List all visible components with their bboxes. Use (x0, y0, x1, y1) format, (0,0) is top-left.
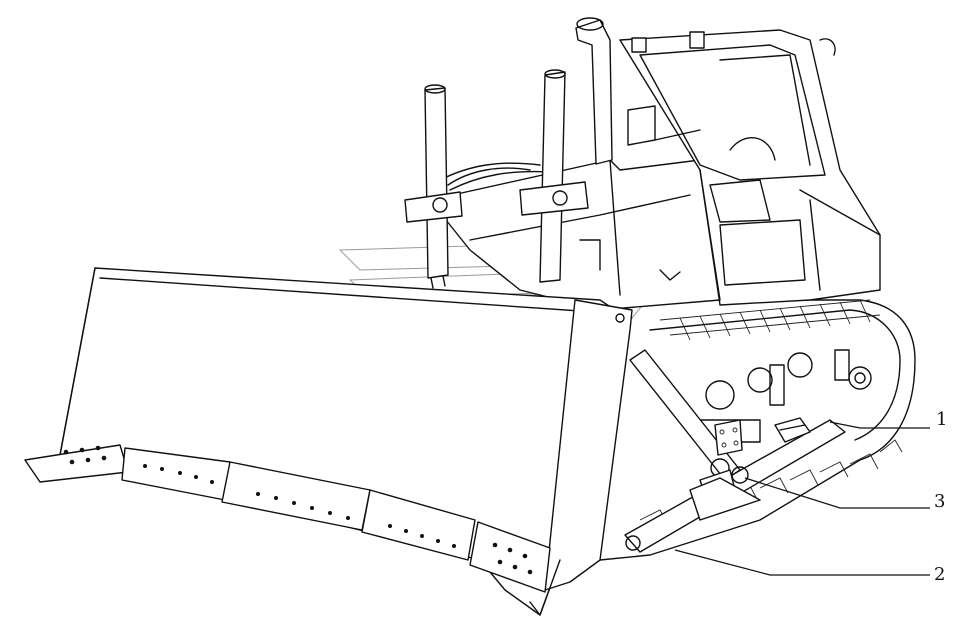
push-arm-assembly (624, 349, 846, 553)
exhaust-stack (575, 17, 613, 165)
callout-label-1: 1 (936, 409, 947, 430)
cutting-edge (24, 444, 551, 593)
leader-line-2 (674, 549, 930, 576)
leader-line-3 (744, 477, 930, 509)
callout-label-2: 2 (934, 564, 945, 585)
engine-hood (429, 159, 721, 311)
crawler-track (599, 299, 916, 561)
operator-cab (619, 29, 881, 306)
callout-label-3: 3 (934, 491, 945, 512)
lift-cylinders (404, 69, 589, 289)
leader-line-1 (829, 421, 930, 429)
